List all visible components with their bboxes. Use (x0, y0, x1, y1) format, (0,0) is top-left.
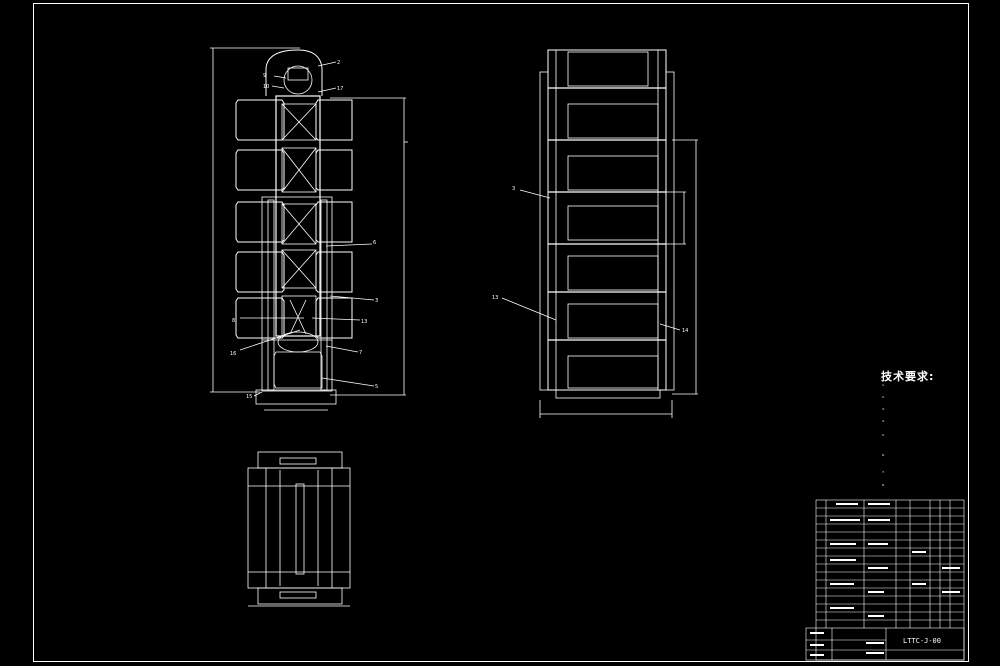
front-view (210, 47, 408, 411)
balloon-3: 3 (375, 298, 378, 304)
balloon-17: 17 (337, 86, 343, 92)
balloon-10: 10 (263, 84, 269, 90)
drawing-code: LTTC-J-00 (903, 637, 941, 645)
top-view (247, 451, 351, 607)
balloon-7: 7 (359, 350, 362, 356)
requirement-8: 8. (882, 483, 885, 487)
balloon-15: 15 (246, 394, 252, 400)
requirement-4: 4. (882, 419, 885, 423)
balloon-16: 16 (230, 351, 236, 357)
balloon-2: 2 (337, 60, 340, 66)
balloon-13: 13 (361, 319, 367, 325)
balloon-9: 9 (263, 73, 266, 79)
title-block (805, 499, 965, 661)
requirement-5: 5. (882, 433, 885, 437)
balloon-side-3: 3 (512, 186, 515, 192)
balloon-side-14: 14 (682, 328, 688, 334)
balloon-5: 5 (375, 384, 378, 390)
balloon-side-13: 13 (492, 295, 498, 301)
balloon-8: 8 (232, 318, 235, 324)
balloon-6: 6 (373, 240, 376, 246)
requirement-7: 7. (882, 470, 885, 474)
requirement-1: 1. (882, 383, 885, 387)
side-view (501, 49, 698, 418)
requirement-6: 6. (882, 453, 885, 457)
requirement-3: 3. (882, 407, 885, 411)
requirement-2: 2. (882, 395, 885, 399)
technical-requirements-title: 技术要求: (881, 370, 935, 383)
drawing-border (33, 3, 969, 662)
